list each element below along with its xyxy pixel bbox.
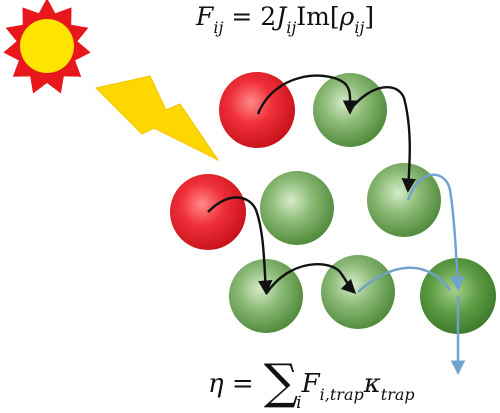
arrow-black-2 bbox=[349, 86, 416, 193]
lightning-icon bbox=[95, 75, 220, 162]
flux-symbol: F bbox=[196, 2, 214, 31]
equals-two: = 2 bbox=[223, 2, 277, 31]
arrow-black-1 bbox=[256, 74, 358, 115]
imag-operator: Im[ bbox=[296, 2, 340, 31]
close-bracket: ] bbox=[364, 2, 375, 31]
sun-body bbox=[20, 19, 74, 73]
blue-transfer-arrows bbox=[357, 173, 466, 375]
flux-equation: Fij = 2JijIm[ρij] bbox=[196, 2, 375, 37]
rho-subscript: ij bbox=[354, 18, 365, 37]
site-green bbox=[367, 163, 441, 237]
efficiency-equation: η = ∑iFi,trapκtrap bbox=[208, 348, 415, 413]
sun-icon bbox=[3, 0, 91, 94]
kappa-symbol: κ bbox=[363, 369, 381, 399]
sum-symbol: ∑ bbox=[263, 354, 299, 410]
trap-flux-subscript: i,trap bbox=[319, 385, 364, 404]
arrow-blue-1 bbox=[406, 173, 465, 291]
site-green bbox=[260, 171, 334, 245]
kappa-subscript: trap bbox=[380, 385, 415, 404]
flux-subscript: ij bbox=[213, 18, 224, 37]
arrow-black-4 bbox=[265, 262, 357, 295]
black-transfer-arrows bbox=[207, 74, 416, 295]
trap-flux-symbol: F bbox=[301, 369, 320, 399]
arrow-blue-2 bbox=[357, 266, 451, 293]
sum-index: i bbox=[296, 393, 302, 413]
site-green bbox=[229, 259, 303, 333]
coupling-subscript: ij bbox=[286, 18, 297, 37]
eta-symbol: η bbox=[208, 369, 224, 399]
arrow-black-3 bbox=[207, 196, 273, 295]
rho-symbol: ρ bbox=[339, 2, 355, 31]
equals: = bbox=[223, 369, 262, 399]
coupling-symbol: J bbox=[276, 2, 287, 31]
site-red-top bbox=[219, 72, 295, 148]
